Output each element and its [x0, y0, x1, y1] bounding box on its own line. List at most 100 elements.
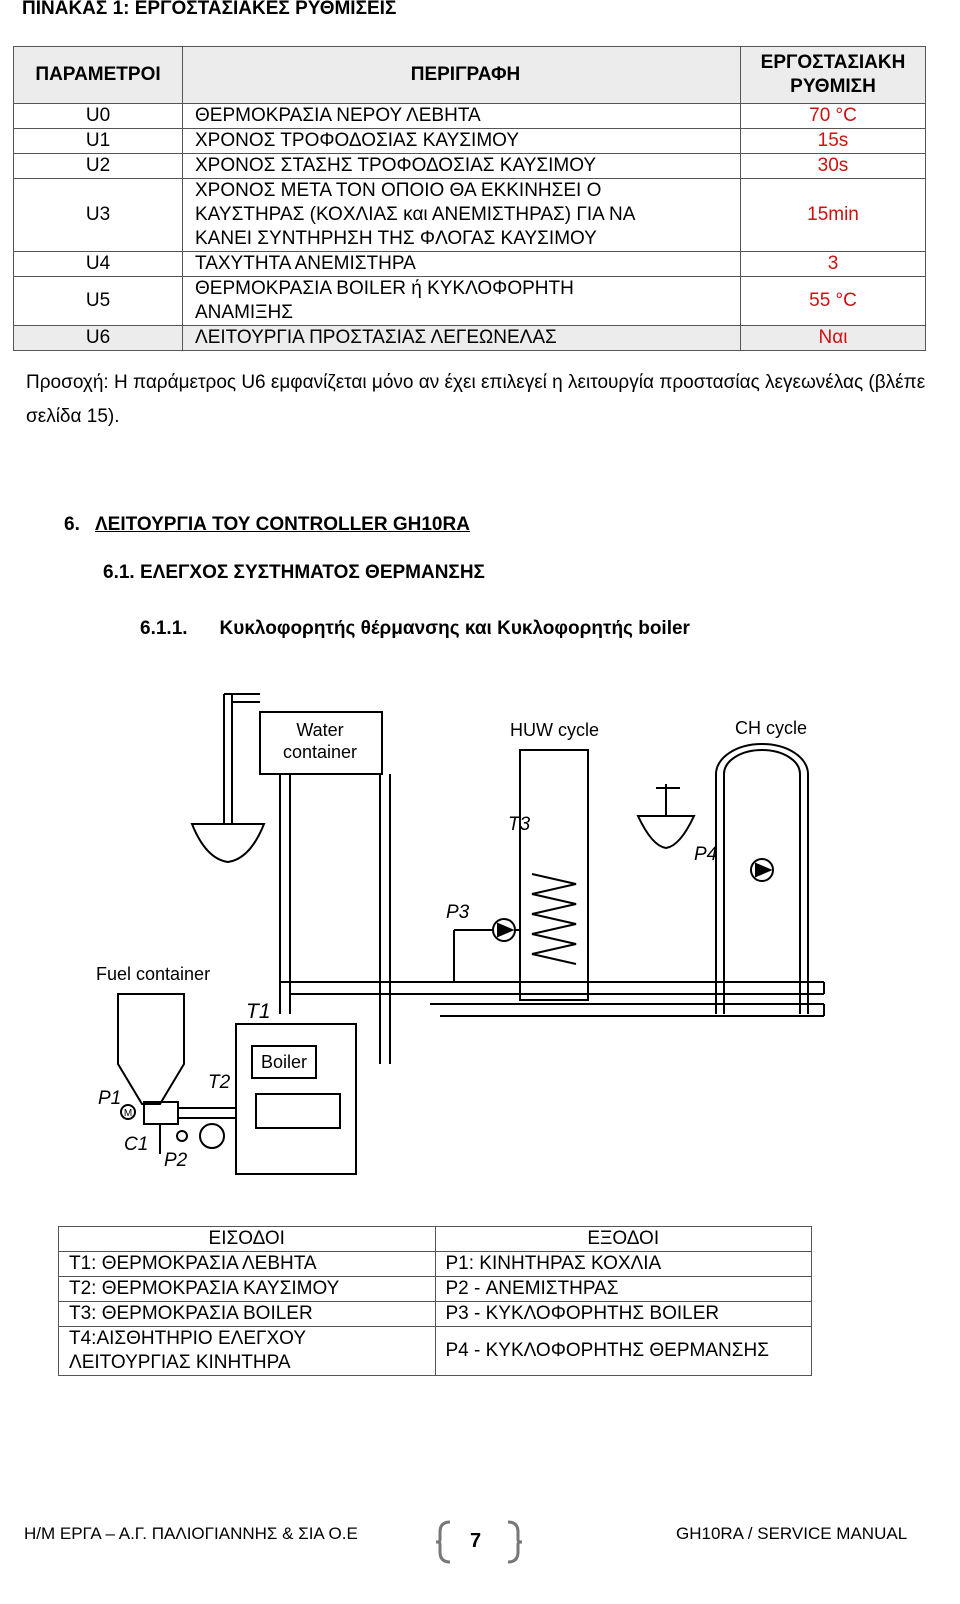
- output-cell: P2 - ΑΝΕΜΙΣΤΗΡΑΣ: [434, 1276, 812, 1302]
- ch-loop-pipe: [715, 743, 809, 1014]
- param-code: U4: [13, 251, 183, 277]
- param-value: 15min: [740, 178, 926, 252]
- p3-label: P3: [446, 902, 470, 923]
- param-code: U6: [13, 325, 183, 351]
- desc-line: ΧΡΟΝΟΣ ΜΕΤΑ ΤΟΝ ΟΠΟΙΟ ΘΑ ΕΚΚΙΝΗΣΕΙ Ο: [195, 180, 602, 201]
- t2-label: T2: [208, 1072, 231, 1093]
- fan-motor-icon: [176, 1130, 188, 1142]
- param-value: 3: [740, 251, 926, 277]
- fuel-container-label: Fuel container: [96, 964, 210, 984]
- table-row: U6 ΛΕΙΤΟΥΡΓΙΑ ΠΡΟΣΤΑΣΙΑΣ ΛΕΓΕΩΝΕΛΑΣ Ναι: [13, 325, 926, 351]
- huw-cycle-label: HUW cycle: [510, 720, 599, 740]
- c1-label: C1: [124, 1134, 148, 1155]
- p4-label: P4: [694, 844, 717, 865]
- p2-label: P2: [164, 1150, 188, 1171]
- param-code: U3: [13, 178, 183, 252]
- param-description: ΛΕΙΤΟΥΡΓΙΑ ΠΡΟΣΤΑΣΙΑΣ ΛΕΓΕΩΝΕΛΑΣ: [182, 325, 741, 351]
- param-description: ΘΕΡΜΟΚΡΑΣΙΑ BOILER ή ΚΥΚΛΟΦΟΡΗΤΗ ΑΝΑΜΙΞΗ…: [182, 276, 741, 326]
- table-row: T3: ΘΕΡΜΟΚΡΑΣΙΑ BOILER P3 - ΚΥΚΛΟΦΟΡΗΤΗΣ…: [58, 1301, 812, 1327]
- table-row: T1: ΘΕΡΜΟΚΡΑΣΙΑ ΛΕΒΗΤΑ P1: ΚΙΝΗΤΗΡΑΣ ΚΟΧ…: [58, 1251, 812, 1277]
- desc-line: ΚΑΥΣΤΗΡΑΣ (ΚΟΧΛΙΑΣ και ΑΝΕΜΙΣΤΗΡΑΣ) ΓΙΑ …: [195, 204, 636, 225]
- table-row: T2: ΘΕΡΜΟΚΡΑΣΙΑ ΚΑΥΣΙΜΟΥ P2 - ΑΝΕΜΙΣΤΗΡΑ…: [58, 1276, 812, 1302]
- header-params: ΠΑΡΑΜΕΤΡΟΙ: [13, 46, 183, 104]
- table-row: U5 ΘΕΡΜΟΚΡΑΣΙΑ BOILER ή ΚΥΚΛΟΦΟΡΗΤΗ ΑΝΑΜ…: [13, 276, 926, 326]
- input-cell: T4:ΑΙΣΘΗΤΗΡΙΟ ΕΛΕΓΧΟΥ ΛΕΙΤΟΥΡΓΙΑΣ ΚΙΝΗΤΗ…: [58, 1326, 436, 1376]
- input-cell: T2: ΘΕΡΜΟΚΡΑΣΙΑ ΚΑΥΣΙΜΟΥ: [58, 1276, 436, 1302]
- param-value: 30s: [740, 153, 926, 179]
- table-row: U1 ΧΡΟΝΟΣ ΤΡΟΦΟΔΟΣΙΑΣ ΚΑΥΣΙΜΟΥ 15s: [13, 128, 926, 154]
- param-code: U5: [13, 276, 183, 326]
- left-sink-icon: [190, 823, 266, 864]
- page-number-brackets: [435, 1520, 523, 1564]
- output-cell: P1: ΚΙΝΗΤΗΡΑΣ ΚΟΧΛΙΑ: [434, 1251, 812, 1277]
- param-description: ΘΕΡΜΟΚΡΑΣΙΑ ΝΕΡΟΥ ΛΕΒΗΤΑ: [182, 103, 741, 129]
- table-row: T4:ΑΙΣΘΗΤΗΡΙΟ ΕΛΕΓΧΟΥ ΛΕΙΤΟΥΡΓΙΑΣ ΚΙΝΗΤΗ…: [58, 1326, 812, 1376]
- t1-label: T1: [246, 1000, 271, 1023]
- io-table: ΕΙΣΟΔΟΙ ΕΞΟΔΟΙ T1: ΘΕΡΜΟΚΡΑΣΙΑ ΛΕΒΗΤΑ P1…: [58, 1226, 812, 1376]
- table-row: U4 ΤΑΧΥΤΗΤΑ ΑΝΕΜΙΣΤΗΡΑ 3: [13, 251, 926, 277]
- huw-tank: [519, 749, 589, 1001]
- subsubsection-heading: 6.1.1. Κυκλοφορητής θέρμανσης και Κυκλοφο…: [140, 618, 690, 640]
- note-paragraph: Προσοχή: Η παράμετρος U6 εμφανίζεται μόν…: [26, 372, 926, 427]
- t3-label: T3: [508, 814, 531, 835]
- table-row: U0 ΘΕΡΜΟΚΡΑΣΙΑ ΝΕΡΟΥ ΛΕΒΗΤΑ 70 °C: [13, 103, 926, 129]
- boiler-label: Boiler: [261, 1052, 307, 1072]
- water-container-label-2: container: [283, 742, 357, 762]
- p2-fan-icon: [199, 1123, 225, 1149]
- param-code: U1: [13, 128, 183, 154]
- inputs-header: ΕΙΣΟΔΟΙ: [58, 1226, 436, 1252]
- outputs-header: ΕΞΟΔΟΙ: [434, 1226, 812, 1252]
- param-code: U0: [13, 103, 183, 129]
- output-cell: P3 - ΚΥΚΛΟΦΟΡΗΤΗΣ BOILER: [434, 1301, 812, 1327]
- param-value: 15s: [740, 128, 926, 154]
- heating-system-diagram: Water container HUW cycle T3 CH cycle P4…: [96, 693, 825, 1175]
- subsection-heading: 6.1. ΕΛΕΓΧΟΣ ΣΥΣΤΗΜΑΤΟΣ ΘΕΡΜΑΝΣΗΣ: [103, 562, 485, 583]
- ch-cycle-label: CH cycle: [735, 718, 807, 738]
- table-title: ΠΙΝΑΚΑΣ 1: ΕΡΓΟΣΤΑΣΙΑΚΕΣ ΡΥΘΜΙΣΕΙΣ: [22, 0, 397, 19]
- desc-line: ΑΝΑΜΙΞΗΣ: [195, 302, 293, 323]
- section-number: 6.: [64, 514, 80, 535]
- water-container-box: [259, 711, 383, 775]
- coil: [531, 873, 577, 965]
- motor-m-label: M: [124, 1108, 132, 1119]
- right-sink-icon: [636, 815, 696, 850]
- subsubsection-title: Κυκλοφορητής θέρμανσης και Κυκλοφορητής …: [219, 618, 690, 639]
- param-description: ΧΡΟΝΟΣ ΣΤΑΣΗΣ ΤΡΟΦΟΔΟΣΙΑΣ ΚΑΥΣΙΜΟΥ: [182, 153, 741, 179]
- motor-icon: [120, 1104, 136, 1120]
- param-value: 55 °C: [740, 276, 926, 326]
- p1-label: P1: [98, 1088, 121, 1109]
- io-header-row: ΕΙΣΟΔΟΙ ΕΞΟΔΟΙ: [58, 1226, 812, 1252]
- boiler-shape: [235, 1023, 357, 1175]
- input-line: ΛΕΙΤΟΥΡΓΙΑΣ ΚΙΝΗΤΗΡΑ: [69, 1352, 291, 1373]
- header-description: ΠΕΡΙΓΡΑΦΗ: [182, 46, 741, 104]
- input-line: T4:ΑΙΣΘΗΤΗΡΙΟ ΕΛΕΓΧΟΥ: [69, 1328, 306, 1349]
- header-factory-setting: ΕΡΓΟΣΤΑΣΙΑΚΗ ΡΥΘΜΙΣΗ: [740, 46, 926, 104]
- desc-line: ΚΑΝΕΙ ΣΥΝΤΗΡΗΣΗ ΤΗΣ ΦΛΟΓΑΣ ΚΑΥΣΙΜΟΥ: [195, 228, 597, 249]
- fuel-container-shape: [117, 993, 185, 1105]
- desc-line: ΘΕΡΜΟΚΡΑΣΙΑ BOILER ή ΚΥΚΛΟΦΟΡΗΤΗ: [195, 278, 574, 299]
- section-title: ΛΕΙΤΟΥΡΓΙΑ ΤΟΥ CONTROLLER GH10RA: [95, 514, 470, 535]
- input-cell: T3: ΘΕΡΜΟΚΡΑΣΙΑ BOILER: [58, 1301, 436, 1327]
- param-value: Ναι: [740, 325, 926, 351]
- page-number: 7: [470, 1530, 482, 1552]
- footer-company: Η/Μ ΕΡΓΑ – Α.Γ. ΠΑΛΙΟΓΙΑΝΝΗΣ & ΣΙΑ Ο.Ε: [24, 1524, 358, 1543]
- factory-settings-table: ΠΑΡΑΜΕΤΡΟΙ ΠΕΡΙΓΡΑΦΗ ΕΡΓΟΣΤΑΣΙΑΚΗ ΡΥΘΜΙΣ…: [13, 46, 926, 351]
- boiler-label-box: [251, 1045, 317, 1079]
- param-value: 70 °C: [740, 103, 926, 129]
- param-description: ΧΡΟΝΟΣ ΤΡΟΦΟΔΟΣΙΑΣ ΚΑΥΣΙΜΟΥ: [182, 128, 741, 154]
- table-row: U2 ΧΡΟΝΟΣ ΣΤΑΣΗΣ ΤΡΟΦΟΔΟΣΙΑΣ ΚΑΥΣΙΜΟΥ 30…: [13, 153, 926, 179]
- param-description: ΤΑΧΥΤΗΤΑ ΑΝΕΜΙΣΤΗΡΑ: [182, 251, 741, 277]
- water-container-label-1: Water: [296, 720, 343, 740]
- section-heading: 6. ΛΕΙΤΟΥΡΓΙΑ ΤΟΥ CONTROLLER GH10RA: [64, 514, 470, 536]
- param-code: U2: [13, 153, 183, 179]
- p1-motor-box: [143, 1101, 179, 1125]
- boiler-door: [255, 1093, 341, 1129]
- table-row: U3 ΧΡΟΝΟΣ ΜΕΤΑ ΤΟΝ ΟΠΟΙΟ ΘΑ ΕΚΚΙΝΗΣΕΙ Ο …: [13, 178, 926, 252]
- p4-pump-icon: [750, 858, 774, 882]
- footer-manual: GH10RA / SERVICE MANUAL: [676, 1524, 908, 1543]
- subsubsection-number: 6.1.1.: [140, 618, 188, 639]
- output-cell: P4 - ΚΥΚΛΟΦΟΡΗΤΗΣ ΘΕΡΜΑΝΣΗΣ: [434, 1326, 812, 1376]
- input-cell: T1: ΘΕΡΜΟΚΡΑΣΙΑ ΛΕΒΗΤΑ: [58, 1251, 436, 1277]
- table-header-row: ΠΑΡΑΜΕΤΡΟΙ ΠΕΡΙΓΡΑΦΗ ΕΡΓΟΣΤΑΣΙΑΚΗ ΡΥΘΜΙΣ…: [13, 46, 926, 104]
- param-description: ΧΡΟΝΟΣ ΜΕΤΑ ΤΟΝ ΟΠΟΙΟ ΘΑ ΕΚΚΙΝΗΣΕΙ Ο ΚΑΥ…: [182, 178, 741, 252]
